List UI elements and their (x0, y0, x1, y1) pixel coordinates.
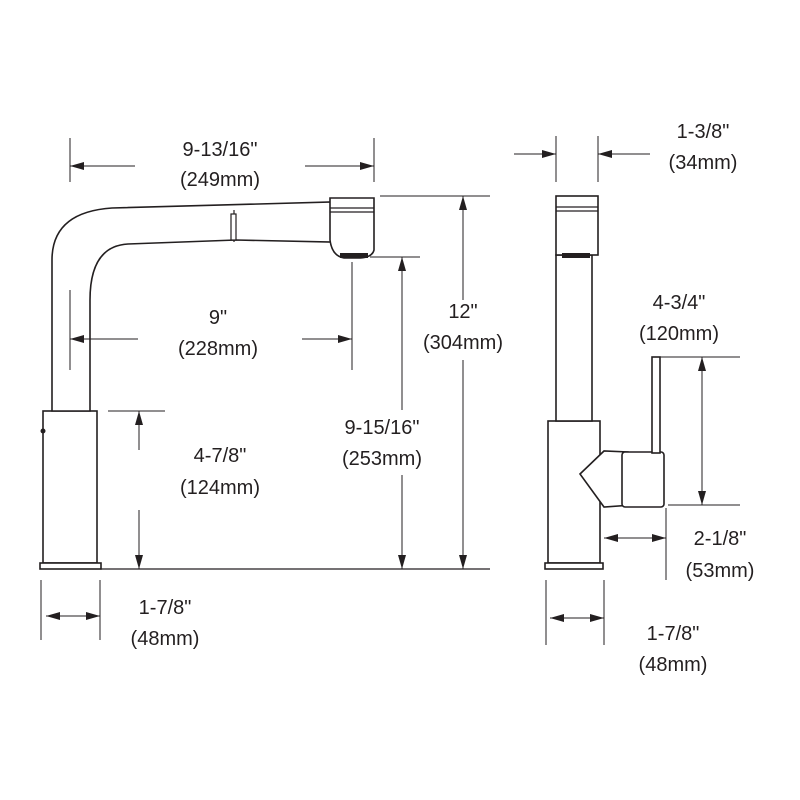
dimension-labels: 9-13/16" (249mm) 9" (228mm) 12" (304mm) … (131, 121, 755, 676)
total-height-imperial: 12" (448, 301, 477, 323)
front-spray-head (329, 197, 375, 259)
front-base-width-metric: (48mm) (131, 628, 200, 650)
aerator-reach-imperial: 9" (209, 307, 227, 329)
aerator-reach-metric: (228mm) (178, 338, 258, 360)
side-spout-tube (555, 254, 593, 422)
front-base-body (42, 410, 98, 564)
side-base-width-imperial: 1-7/8" (647, 623, 700, 645)
head-width-metric: (34mm) (669, 152, 738, 174)
total-height-metric: (304mm) (423, 332, 503, 354)
front-aerator (340, 253, 368, 258)
side-view (544, 195, 665, 570)
handle-height-imperial: 4-3/4" (653, 292, 706, 314)
front-base-plate (39, 562, 102, 570)
handle-height-metric: (120mm) (639, 323, 719, 345)
spout-clearance-imperial: 9-15/16" (345, 417, 420, 439)
base-height-imperial: 4-7/8" (194, 445, 247, 467)
handle-projection-metric: (53mm) (686, 560, 755, 582)
front-base-button (40, 428, 46, 434)
front-view (39, 197, 375, 570)
front-base-width-imperial: 1-7/8" (139, 597, 192, 619)
base-height-metric: (124mm) (180, 477, 260, 499)
handle-projection-imperial: 2-1/8" (694, 528, 747, 550)
side-handle-lever (651, 356, 661, 454)
spout-reach-imperial: 9-13/16" (183, 139, 258, 161)
dimension-lines (40, 136, 740, 645)
front-spout-tube (51, 201, 333, 412)
side-spray-head (555, 195, 599, 256)
side-base-width-metric: (48mm) (639, 654, 708, 676)
side-handle-cap (621, 451, 665, 508)
front-spout-joint-mark (230, 213, 237, 241)
spout-clearance-metric: (253mm) (342, 448, 422, 470)
spout-reach-metric: (249mm) (180, 169, 260, 191)
side-base-plate (544, 562, 604, 570)
side-aerator (562, 253, 590, 258)
side-base-body (547, 420, 601, 564)
head-width-imperial: 1-3/8" (677, 121, 730, 143)
